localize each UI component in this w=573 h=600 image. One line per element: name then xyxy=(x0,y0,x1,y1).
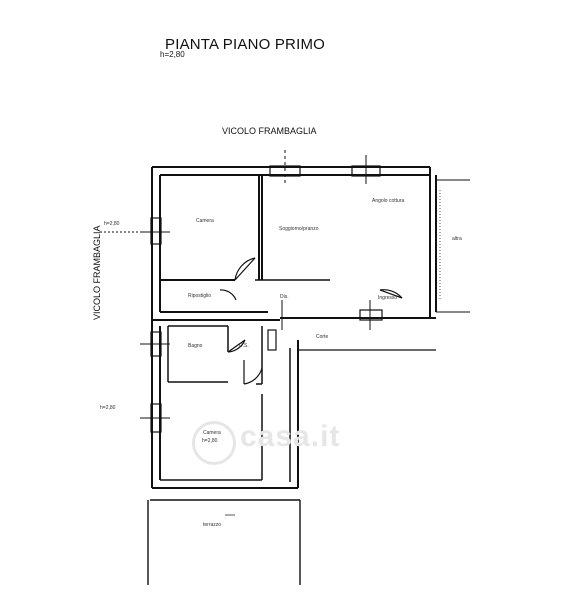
room-label-other-property: altra xyxy=(452,236,462,242)
room-label-bagno: Bagno xyxy=(188,343,203,349)
casa-logo-icon xyxy=(192,421,236,465)
street-label-top: VICOLO FRAMBAGLIA xyxy=(222,126,317,136)
height-label-top-left: h=2,80 xyxy=(104,221,120,227)
watermark-logo: casa.it xyxy=(240,420,341,453)
room-label-terrazzo: terrazzo xyxy=(203,522,222,528)
height-label-left: h=2,80 xyxy=(100,405,116,411)
plan-scale-label: h=2,80 xyxy=(160,50,185,59)
room-label-ds: D.S. xyxy=(239,343,249,349)
plan-title: PIANTA PIANO PRIMO xyxy=(165,36,326,53)
room-label-corte: Corte xyxy=(316,334,329,340)
room-label-ripostiglio: Ripostiglio xyxy=(188,293,212,299)
room-label-ingresso: Ingresso xyxy=(378,295,398,301)
room-label-angolo-cottura: Angolo cottura xyxy=(372,198,405,204)
room-label-soggiorno: Soggiorno/pranzo xyxy=(279,226,319,232)
room-label-disimpegno: Dis. xyxy=(280,294,289,300)
room-label-camera: Camera xyxy=(196,218,214,224)
